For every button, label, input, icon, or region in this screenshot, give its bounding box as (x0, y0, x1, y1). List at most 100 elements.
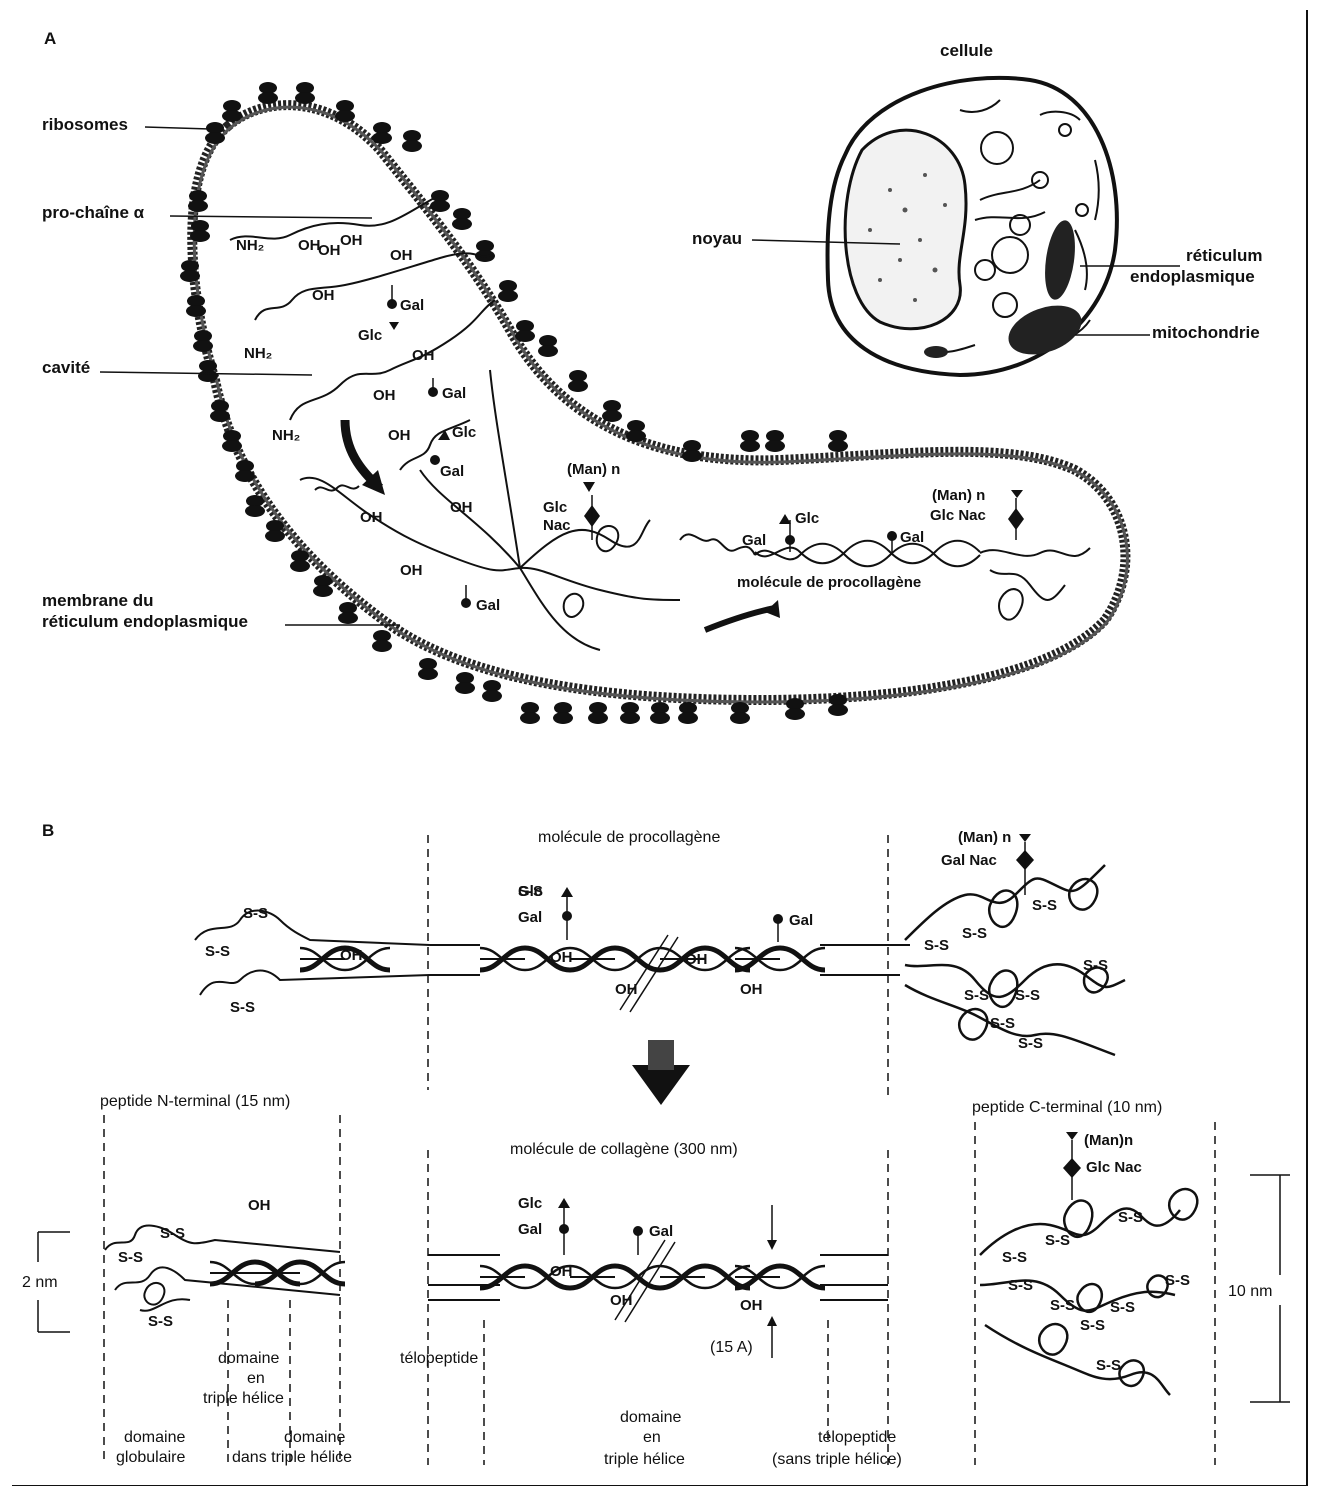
panel-b-letter: B (42, 821, 54, 840)
svg-text:Glc: Glc (518, 1195, 542, 1212)
svg-text:domaine: domaine (124, 1429, 185, 1446)
svg-text:S-S: S-S (160, 1225, 185, 1242)
svg-text:OH: OH (450, 499, 473, 516)
svg-text:OH: OH (685, 951, 708, 968)
svg-text:NH₂: NH₂ (236, 237, 264, 254)
svg-text:domaine: domaine (284, 1429, 345, 1446)
sugar-stems-a (392, 285, 1016, 603)
label-membrane-2: réticulum endoplasmique (42, 612, 248, 631)
svg-text:(sans triple hélice): (sans triple hélice) (772, 1451, 902, 1468)
label-ribosomes: ribosomes (42, 115, 128, 134)
svg-text:domaine: domaine (218, 1350, 279, 1367)
collagen-title: molécule de collagène (300 nm) (510, 1141, 738, 1158)
label-er-2: endoplasmique (1130, 267, 1255, 286)
svg-text:Gal: Gal (649, 1223, 673, 1240)
svg-text:OH: OH (400, 562, 423, 579)
n-terminal-peptide: S-S S-S S-S (105, 1225, 345, 1330)
svg-text:S-S: S-S (1002, 1249, 1027, 1266)
svg-text:NH₂: NH₂ (272, 427, 300, 444)
label-nucleus: noyau (692, 229, 742, 248)
procollagen-title-b: molécule de procollagène (538, 829, 720, 846)
collagen-molecule: Glc Gal Gal (15 A) (428, 1195, 888, 1358)
svg-text:Gal Nac: Gal Nac (941, 852, 997, 869)
svg-text:S-S: S-S (1110, 1299, 1135, 1316)
svg-text:OH: OH (388, 427, 411, 444)
label-cavity: cavité (42, 358, 90, 377)
svg-text:télopeptide: télopeptide (818, 1429, 896, 1446)
er-membrane (192, 105, 1127, 702)
conversion-arrow (632, 1040, 690, 1105)
c-terminal-title: peptide C-terminal (10 nm) (972, 1099, 1162, 1116)
svg-text:(Man) n: (Man) n (958, 829, 1011, 846)
svg-text:Gal: Gal (900, 529, 924, 546)
svg-text:S-S: S-S (1032, 897, 1057, 914)
svg-text:S-S: S-S (1015, 987, 1040, 1004)
svg-text:Glc: Glc (452, 424, 476, 441)
svg-text:NH₂: NH₂ (244, 345, 272, 362)
svg-text:OH: OH (550, 949, 573, 966)
procollagen-label-a: molécule de procollagène (737, 574, 921, 591)
svg-text:OH: OH (740, 981, 763, 998)
procollagen-helix-b (195, 865, 1125, 1055)
svg-text:en: en (643, 1429, 661, 1446)
leader-labels-a: ribosomes pro-chaîne α cavité membrane d… (42, 115, 400, 631)
svg-text:télopeptide: télopeptide (400, 1350, 478, 1367)
bottom-labels: domaine en triple hélice domaine globula… (116, 1350, 902, 1468)
svg-text:S-S: S-S (1008, 1277, 1033, 1294)
svg-text:10 nm: 10 nm (1228, 1283, 1272, 1300)
svg-text:OH: OH (740, 1297, 763, 1314)
svg-text:Gal: Gal (440, 463, 464, 480)
svg-text:S-S: S-S (962, 925, 987, 942)
svg-text:triple hélice: triple hélice (604, 1451, 685, 1468)
svg-text:(Man) n: (Man) n (932, 487, 985, 504)
svg-text:OH: OH (312, 287, 335, 304)
svg-text:S-S: S-S (243, 905, 268, 922)
panel-a-letter: A (44, 29, 56, 48)
svg-text:OH: OH (373, 387, 396, 404)
label-er-1: réticulum (1186, 246, 1263, 265)
svg-text:Gal: Gal (789, 912, 813, 929)
svg-text:S-S: S-S (205, 943, 230, 960)
svg-text:S-S: S-S (1080, 1317, 1105, 1334)
svg-text:Glc: Glc (795, 510, 819, 527)
svg-text:Glc: Glc (358, 327, 382, 344)
svg-text:globulaire: globulaire (116, 1449, 185, 1466)
c-terminal-peptide: (Man)n Glc Nac S-S S-S S-S S-S S-S S-S S… (980, 1132, 1197, 1395)
svg-text:S-S: S-S (1096, 1357, 1121, 1374)
svg-text:Glc Nac: Glc Nac (1086, 1159, 1142, 1176)
svg-text:triple hélice: triple hélice (203, 1390, 284, 1407)
svg-text:S-S: S-S (1050, 1297, 1075, 1314)
cell-diagram: cellule noyau réticulum endoplasmique mi… (692, 41, 1263, 375)
svg-text:S-S: S-S (1083, 957, 1108, 974)
svg-text:OH: OH (615, 981, 638, 998)
svg-text:S-S: S-S (118, 1249, 143, 1266)
svg-text:OH: OH (340, 947, 363, 964)
svg-text:(15 A): (15 A) (710, 1339, 753, 1356)
svg-text:S-S: S-S (924, 937, 949, 954)
label-mitochondria: mitochondrie (1152, 323, 1260, 342)
svg-text:Gal: Gal (518, 909, 542, 926)
svg-text:OH: OH (390, 247, 413, 264)
svg-text:(Man)n: (Man)n (1084, 1132, 1133, 1149)
svg-text:OH: OH (248, 1197, 271, 1214)
svg-text:S-S: S-S (1018, 1035, 1043, 1052)
svg-text:OH: OH (412, 347, 435, 364)
svg-text:S-S: S-S (1118, 1209, 1143, 1226)
svg-text:OH: OH (340, 232, 363, 249)
svg-text:S-S: S-S (964, 987, 989, 1004)
svg-text:2 nm: 2 nm (22, 1274, 58, 1291)
cell-title: cellule (940, 41, 993, 60)
svg-text:Gal: Gal (442, 385, 466, 402)
scale-10nm: 10 nm (1228, 1175, 1290, 1402)
svg-text:Glc: Glc (518, 883, 542, 900)
oh-labels-b: OH OH OH OH OH OH OH OH OH (248, 947, 763, 1314)
ribosome-dots (180, 82, 848, 724)
svg-text:Glc: Glc (543, 499, 567, 516)
pro-chains (230, 195, 680, 650)
svg-text:S-S: S-S (990, 1015, 1015, 1032)
svg-text:Gal: Gal (518, 1221, 542, 1238)
svg-text:dans triple hélice: dans triple hélice (232, 1449, 352, 1466)
svg-text:S-S: S-S (1045, 1232, 1070, 1249)
svg-text:S-S: S-S (148, 1313, 173, 1330)
